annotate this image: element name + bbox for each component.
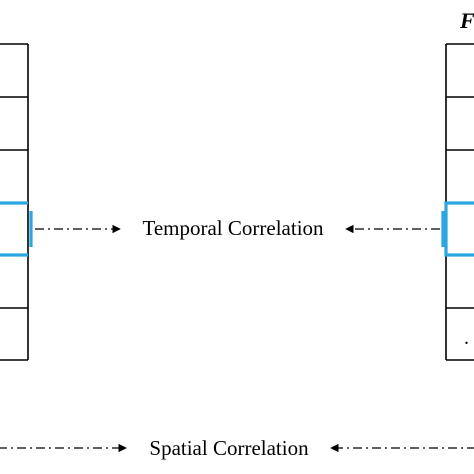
temporal-correlation-label: Temporal Correlation: [142, 216, 324, 240]
right-highlight-cell: [444, 201, 474, 257]
corner-label: F: [459, 8, 474, 33]
right-stack-ellipsis: .: [464, 327, 469, 349]
spatial-correlation-label: Spatial Correlation: [149, 436, 309, 460]
left-highlight-cell: [0, 201, 33, 257]
